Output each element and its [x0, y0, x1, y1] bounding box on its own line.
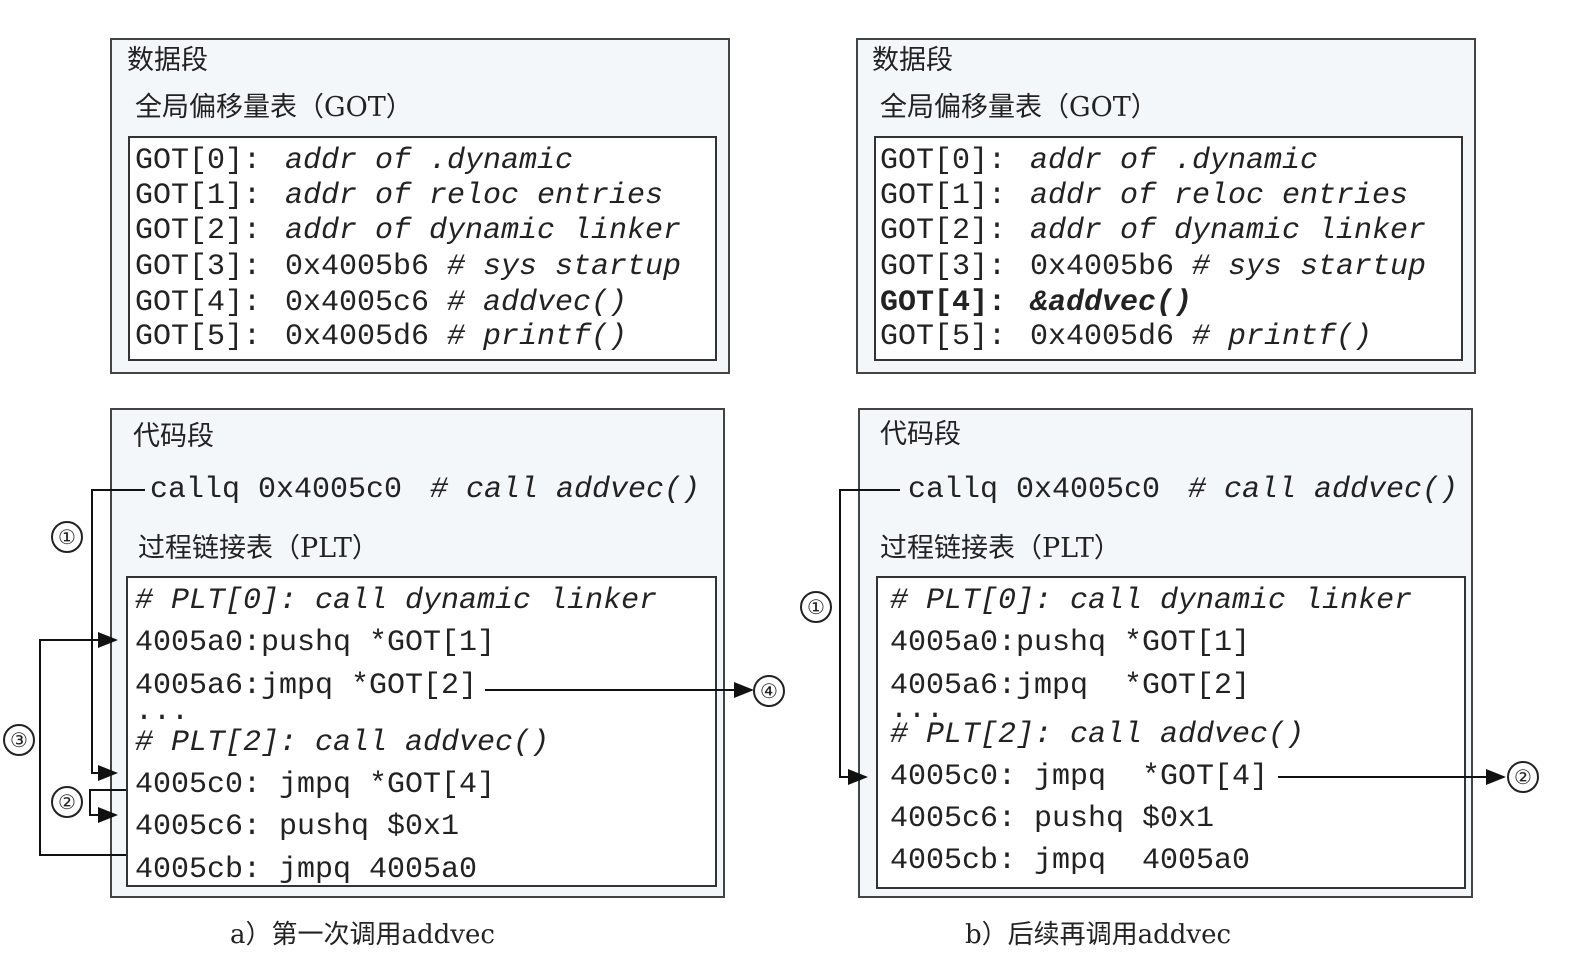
- got-entry-label: GOT[0]:: [135, 144, 262, 178]
- got-entry-comment: # sys startup: [1192, 250, 1427, 284]
- got-entry-label: GOT[4]:: [880, 286, 1007, 320]
- plt-line: 4005a0:pushq *GOT[1]: [890, 626, 1251, 660]
- left-got-table: [128, 136, 717, 361]
- got-entry-label: GOT[5]:: [135, 320, 262, 354]
- left-data-title: 数据段: [127, 45, 208, 76]
- got-entry-label: GOT[2]:: [135, 214, 262, 248]
- right-step-1-marker: ①: [800, 591, 832, 623]
- plt-line: 4005cb: jmpq 4005a0: [890, 844, 1251, 878]
- left-code-title: 代码段: [133, 421, 214, 452]
- got-entry-value: 0x4005d6: [285, 320, 430, 354]
- got-entry-label: GOT[3]:: [135, 250, 262, 284]
- got-entry-label: GOT[4]:: [135, 286, 262, 320]
- got-entry-label: GOT[0]:: [880, 144, 1007, 178]
- left-got-title: 全局偏移量表（GOT）: [135, 92, 413, 123]
- right-caption: b）后续再调用addvec: [965, 920, 1232, 950]
- left-callq-comment: # call addvec(): [430, 473, 701, 507]
- got-entry-label: GOT[2]:: [880, 214, 1007, 248]
- got-entry-comment: # printf(): [1192, 320, 1373, 354]
- got-entry-comment: # printf(): [447, 320, 628, 354]
- got-entry-label: GOT[1]:: [880, 179, 1007, 213]
- got-entry-value: 0x4005b6: [285, 250, 430, 284]
- got-entry-value: 0x4005d6: [1030, 320, 1175, 354]
- left-step-3-marker: ③: [3, 724, 35, 756]
- left-step-1-marker: ①: [51, 521, 83, 553]
- got-entry-value: addr of dynamic linker: [1030, 214, 1427, 248]
- plt-line: 4005a0:pushq *GOT[1]: [135, 626, 496, 660]
- got-entry-label: GOT[1]:: [135, 179, 262, 213]
- plt-line: 4005a6:jmpq *GOT[2]: [890, 669, 1251, 703]
- right-code-title: 代码段: [880, 419, 961, 450]
- plt-line: # PLT[0]: call dynamic linker: [890, 584, 1413, 618]
- got-entry-value: addr of .dynamic: [1030, 144, 1319, 178]
- got-entry-label: GOT[5]:: [880, 320, 1007, 354]
- right-got-title: 全局偏移量表（GOT）: [880, 92, 1158, 123]
- plt-line: 4005cb: jmpq 4005a0: [135, 853, 478, 887]
- left-arrow-step3: [39, 632, 126, 856]
- right-plt-title: 过程链接表（PLT）: [880, 533, 1121, 564]
- left-step-4-marker: ④: [753, 675, 785, 707]
- got-entry-value: &addvec(): [1030, 286, 1193, 320]
- right-step-2-marker: ②: [1507, 761, 1539, 793]
- right-callq-instr: callq 0x4005c0: [908, 473, 1161, 507]
- left-plt-title: 过程链接表（PLT）: [138, 533, 379, 564]
- right-got-table: [874, 136, 1463, 361]
- plt-line: 4005c6: pushq $0x1: [135, 810, 460, 844]
- got-entry-value: 0x4005c6: [285, 286, 430, 320]
- got-entry-comment: # sys startup: [447, 250, 682, 284]
- left-plt-table: [126, 576, 717, 887]
- right-arrow-step1: [839, 489, 900, 785]
- got-entry-value: addr of reloc entries: [285, 179, 664, 213]
- plt-line: 4005c0: jmpq *GOT[4]: [135, 768, 496, 802]
- plt-line: 4005c6: pushq $0x1: [890, 802, 1215, 836]
- left-callq-instr: callq 0x4005c0: [150, 473, 403, 507]
- right-data-title: 数据段: [872, 45, 953, 76]
- got-entry-value: addr of dynamic linker: [285, 214, 682, 248]
- left-step-2-marker: ②: [51, 786, 83, 818]
- got-entry-value: addr of .dynamic: [285, 144, 574, 178]
- got-entry-value: 0x4005b6: [1030, 250, 1175, 284]
- left-arrow-step2: [89, 789, 126, 823]
- plt-line: # PLT[2]: call addvec(): [890, 718, 1305, 752]
- got-entry-label: GOT[3]:: [880, 250, 1007, 284]
- right-callq-comment: # call addvec(): [1188, 473, 1459, 507]
- plt-line: # PLT[0]: call dynamic linker: [135, 584, 658, 618]
- got-entry-value: addr of reloc entries: [1030, 179, 1409, 213]
- left-caption: a）第一次调用addvec: [230, 920, 495, 950]
- right-plt-table: [876, 576, 1466, 889]
- got-entry-comment: # addvec(): [447, 286, 628, 320]
- plt-line: 4005a6:jmpq *GOT[2]: [135, 669, 478, 703]
- plt-line: # PLT[2]: call addvec(): [135, 726, 550, 760]
- plt-line: 4005c0: jmpq *GOT[4]: [890, 760, 1269, 794]
- left-arrow-step1: [91, 489, 145, 781]
